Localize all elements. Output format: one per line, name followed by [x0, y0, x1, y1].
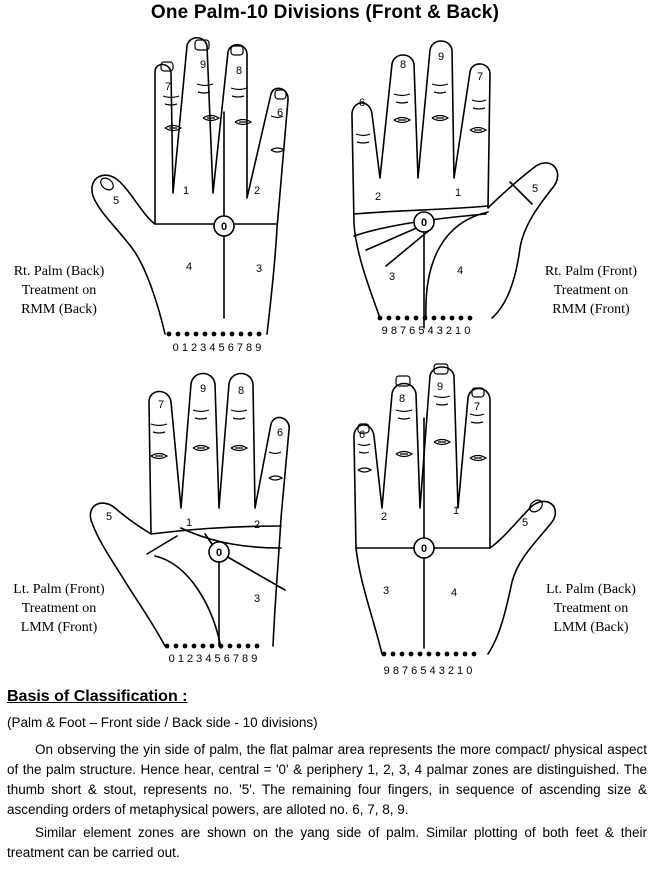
zone-number: 3	[389, 271, 395, 283]
section-subtitle: (Palm & Foot – Front side / Back side - …	[7, 715, 318, 730]
finger-number: 7	[158, 399, 164, 411]
wrist-scale: 9 8 7 6 5 4 3 2 1 0	[382, 325, 471, 337]
caption-line: RMM (Back)	[21, 302, 97, 317]
zone-number: 3	[383, 585, 389, 597]
caption-line: Rt. Palm (Front)	[544, 264, 638, 279]
hand-outline	[353, 366, 557, 655]
finger-number: 9	[437, 381, 443, 393]
caption-line: Rt. Palm (Back)	[13, 264, 105, 279]
finger-number: 8	[238, 385, 244, 397]
finger-number: 9	[200, 383, 206, 395]
body-paragraph: Similar element zones are shown on the y…	[7, 825, 647, 860]
zone-number: 2	[375, 191, 381, 203]
caption-line: Treatment on	[553, 283, 629, 298]
finger-number: 8	[400, 59, 406, 71]
finger-number: 6	[277, 427, 283, 439]
caption-left-palm-back: Lt. Palm (Back) Treatment on LMM (Back)	[532, 580, 650, 637]
finger-number: 9	[438, 51, 444, 63]
zone-number: 2	[381, 511, 387, 523]
finger-number: 8	[236, 65, 242, 77]
center-number: 0	[421, 543, 427, 555]
center-number: 0	[216, 547, 222, 559]
zone-number: 3	[254, 593, 260, 605]
hand-right-back-diagram: 7 9 8 6 5 1 2 4 3 0 0 1 2 3 4 5 6 7 8 9	[91, 36, 289, 354]
zone-number: 4	[451, 587, 457, 599]
zone-number: 2	[254, 185, 260, 197]
caption-right-palm-front: Rt. Palm (Front) Treatment on RMM (Front…	[532, 262, 650, 319]
zone-number: 1	[453, 505, 459, 517]
zone-number: 2	[254, 519, 260, 531]
wrist-scale: 0 1 2 3 4 5 6 7 8 9	[169, 653, 258, 665]
zone-number: 4	[182, 599, 188, 611]
page-title: One Palm-10 Divisions (Front & Back)	[150, 2, 500, 23]
hand-outline	[351, 40, 559, 319]
zone-number: 4	[186, 261, 192, 273]
finger-number: 9	[200, 59, 206, 71]
caption-line: LMM (Back)	[553, 620, 629, 635]
hand-left-front-diagram: 7 9 8 6 5 1 2 3 4 0 0 1 2 3 4 5 6 7 8 9	[89, 372, 290, 665]
caption-line: Treatment on	[21, 601, 97, 616]
caption-right-palm-back: Rt. Palm (Back) Treatment on RMM (Back)	[4, 262, 114, 319]
finger-number: 7	[165, 81, 171, 93]
zone-number: 1	[183, 185, 189, 197]
zone-number: 3	[256, 263, 262, 275]
zone-number: 4	[457, 265, 463, 277]
caption-left-palm-front: Lt. Palm (Front) Treatment on LMM (Front…	[4, 580, 114, 637]
caption-line: Treatment on	[21, 283, 97, 298]
caption-line: Lt. Palm (Front)	[13, 582, 105, 597]
finger-number: 6	[359, 97, 365, 109]
wrist-scale: 9 8 7 6 5 4 3 2 1 0	[384, 665, 473, 677]
caption-line: RMM (Front)	[552, 302, 630, 317]
center-number: 0	[221, 221, 227, 233]
center-number: 0	[421, 217, 427, 229]
hand-right-front-diagram: 6 8 9 7 5 2 1 3 4 0 9 8 7 6 5 4 3 2 1 0	[351, 40, 559, 337]
caption-line: LMM (Front)	[20, 620, 98, 635]
wrist-scale: 0 1 2 3 4 5 6 7 8 9	[173, 342, 262, 354]
caption-line: Treatment on	[553, 601, 629, 616]
finger-number: 6	[359, 429, 365, 441]
caption-line: Lt. Palm (Back)	[546, 582, 636, 597]
finger-number: 7	[474, 401, 480, 413]
finger-number: 8	[399, 393, 405, 405]
thumb-number: 5	[522, 517, 528, 529]
thumb-number: 5	[532, 183, 538, 195]
finger-number: 6	[277, 107, 283, 119]
hand-outline	[89, 372, 290, 647]
body-paragraph: On observing the yin side of palm, the f…	[7, 742, 647, 817]
finger-number: 7	[477, 71, 483, 83]
zone-number: 1	[455, 187, 461, 199]
zone-number: 1	[186, 517, 192, 529]
thumb-number: 5	[113, 195, 119, 207]
section-heading: Basis of Classification :	[7, 688, 188, 705]
thumb-number: 5	[106, 511, 112, 523]
hand-left-back-diagram: 6 8 9 7 5 2 1 3 4 0 9 8 7 6 5 4 3 2 1 0	[353, 363, 557, 677]
